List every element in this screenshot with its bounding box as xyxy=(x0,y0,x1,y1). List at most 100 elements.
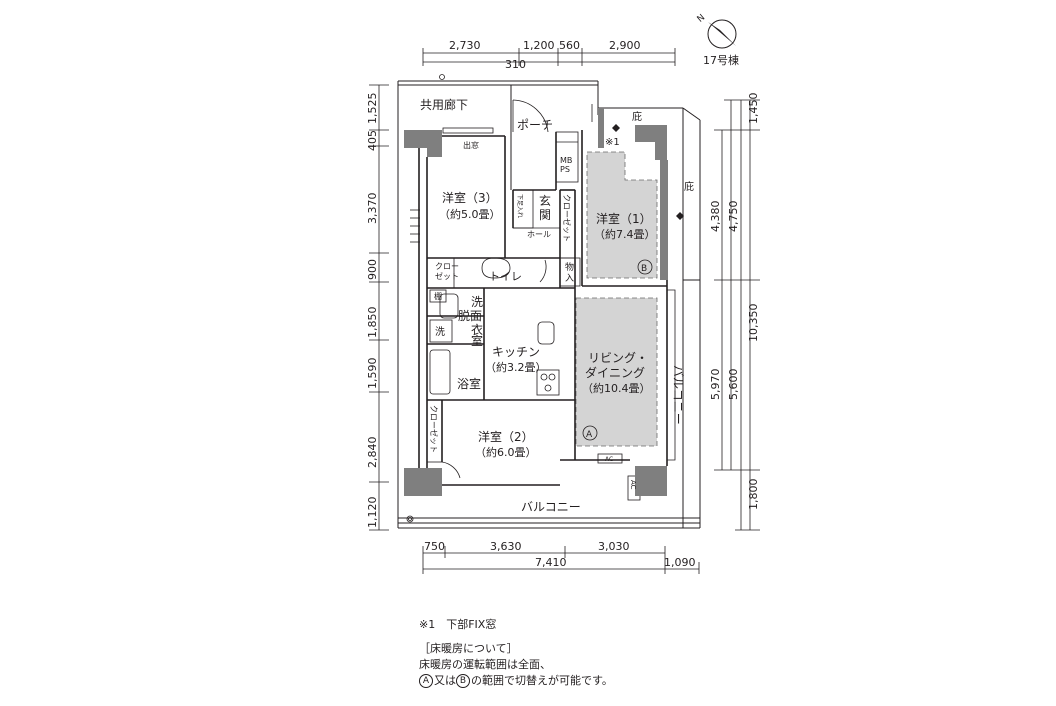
room-labels: 共用廊下 ポーチ 庇 庇 ※1 出窓 洋室（3） （約5.0畳） 玄 関 下足入… xyxy=(420,97,694,514)
ac-box-1 xyxy=(597,453,623,464)
label-note-mark: ※1 xyxy=(605,137,620,148)
label-washer: 洗 xyxy=(435,326,445,338)
dim-bottom-3030: 3,030 xyxy=(598,540,630,553)
heated-zone-b xyxy=(586,151,658,279)
label-zone-b: B xyxy=(641,264,647,274)
label-washroom-2: 脱面 xyxy=(458,308,482,323)
label-closet-a: クロー xyxy=(435,262,459,271)
dim-right-4380: 4,380 xyxy=(709,201,722,233)
dim-left-1525: 1,525 xyxy=(366,93,379,125)
mb-ps-box xyxy=(555,131,579,183)
dim-bottom-750: 750 xyxy=(424,540,445,553)
dimension-lines xyxy=(369,48,760,574)
heated-zone-a xyxy=(575,297,658,447)
label-closet-v1: クローゼット xyxy=(562,194,572,242)
dim-right-5970: 5,970 xyxy=(709,369,722,401)
label-eave-2: 庇 xyxy=(684,180,694,193)
label-washroom-4: 室 xyxy=(471,333,483,348)
label-balcony-bottom: バルコニー xyxy=(521,500,581,514)
shelf-box xyxy=(429,289,447,303)
label-shelf: 棚 xyxy=(434,291,442,301)
markers xyxy=(582,124,684,441)
label-living-size: （約10.4畳） xyxy=(582,381,651,395)
label-porch: ポーチ xyxy=(517,118,553,132)
dim-top-310: 310 xyxy=(505,58,526,71)
note-fix-window: ※1 下部FIX窓 xyxy=(419,618,497,631)
dim-right-1450: 1,450 xyxy=(747,93,760,125)
label-living-name-1: リビング・ xyxy=(588,351,648,365)
compass-n-label: N xyxy=(696,13,708,25)
label-western-2-name: 洋室（2） xyxy=(478,429,534,444)
floor-heating-heading: ［床暖房について］ xyxy=(419,642,518,655)
label-ac-1: AC xyxy=(605,456,613,463)
dim-left-900: 900 xyxy=(366,259,379,280)
dim-left-1590: 1,590 xyxy=(366,358,379,390)
fix-window-marker xyxy=(612,124,620,132)
label-western-3-name: 洋室（3） xyxy=(442,190,498,205)
dim-right-5600: 5,600 xyxy=(727,369,740,401)
dim-right-10350: 10,350 xyxy=(747,304,760,343)
floor-heating-line1: 床暖房の運転範囲は全面、 xyxy=(419,658,551,671)
dim-left-3370: 3,370 xyxy=(366,193,379,225)
line2-mid: 又は xyxy=(434,674,456,687)
bathtub xyxy=(429,349,451,395)
storage-box xyxy=(559,257,581,287)
label-kitchen-name: キッチン xyxy=(492,345,540,359)
zone-a-badge: A xyxy=(419,674,433,688)
floor-heating-zones xyxy=(575,151,658,447)
compass: N 17号棟 xyxy=(696,13,739,67)
zone-b-badge: B xyxy=(456,674,470,688)
corridor-window xyxy=(442,127,494,134)
dim-bottom-7410: 7,410 xyxy=(535,556,567,569)
washer-box xyxy=(429,319,453,343)
dim-top-2730: 2,730 xyxy=(449,39,481,52)
right-dimensions: 1,450 4,380 4,750 10,350 5,970 5,600 1,8… xyxy=(709,93,760,511)
label-shoe-storage: 下足入れ xyxy=(516,194,523,218)
western-2-door xyxy=(441,461,461,479)
dim-top-1200: 1,200 xyxy=(523,39,555,52)
building-label: 17号棟 xyxy=(703,53,739,67)
bottom-dimensions: 750 3,630 3,030 7,410 1,090 xyxy=(424,540,696,569)
compass-needle xyxy=(708,22,736,46)
label-common-corridor: 共用廊下 xyxy=(420,97,468,112)
kitchen-sink xyxy=(537,321,555,345)
dim-left-1850: 1,850 xyxy=(366,307,379,339)
zone-a-circle xyxy=(582,425,598,441)
left-dimensions: 1,525 405 3,370 900 1,850 1,590 2,840 1,… xyxy=(366,93,379,529)
structural-columns xyxy=(404,108,668,496)
label-ac-2: AC xyxy=(629,480,637,490)
dim-left-405: 405 xyxy=(366,130,379,151)
fixture-lines xyxy=(406,74,676,523)
label-washroom-1: 洗 xyxy=(471,295,483,309)
dim-bottom-3630: 3,630 xyxy=(490,540,522,553)
label-living-name-2: ダイニング xyxy=(585,365,645,380)
label-toilet: トイレ xyxy=(489,270,522,283)
label-western-1-name: 洋室（1） xyxy=(596,211,652,226)
label-entrance-a: 玄 xyxy=(539,193,551,208)
label-closet-b: ゼット xyxy=(435,271,459,281)
top-dimensions: 2,730 1,200 560 2,900 310 xyxy=(449,39,641,71)
label-entrance-b: 関 xyxy=(539,208,551,222)
dim-bottom-1090: 1,090 xyxy=(664,556,696,569)
closet-3-box xyxy=(426,257,455,289)
label-storage-a: 物 xyxy=(565,261,574,273)
stove xyxy=(536,369,560,396)
zone-b-circle xyxy=(637,259,653,275)
label-fix-window: 出窓 xyxy=(463,140,479,150)
dim-top-560: 560 xyxy=(559,39,580,52)
toilet-door xyxy=(539,259,547,283)
label-kitchen-size: （約3.2畳） xyxy=(485,360,547,374)
label-western-3-size: （約5.0畳） xyxy=(439,207,501,221)
label-western-1-size: （約7.4畳） xyxy=(594,227,656,241)
label-eave-1: 庇 xyxy=(632,110,642,123)
dim-left-1120: 1,120 xyxy=(366,497,379,529)
label-zone-a: A xyxy=(586,430,593,440)
label-mb: MB xyxy=(560,156,572,165)
balcony-window xyxy=(667,289,676,461)
closet-2-box xyxy=(426,399,443,463)
outer-shell xyxy=(397,80,701,529)
dim-left-2840: 2,840 xyxy=(366,437,379,469)
toilet-bowl xyxy=(481,257,511,279)
dim-top-2900: 2,900 xyxy=(609,39,641,52)
